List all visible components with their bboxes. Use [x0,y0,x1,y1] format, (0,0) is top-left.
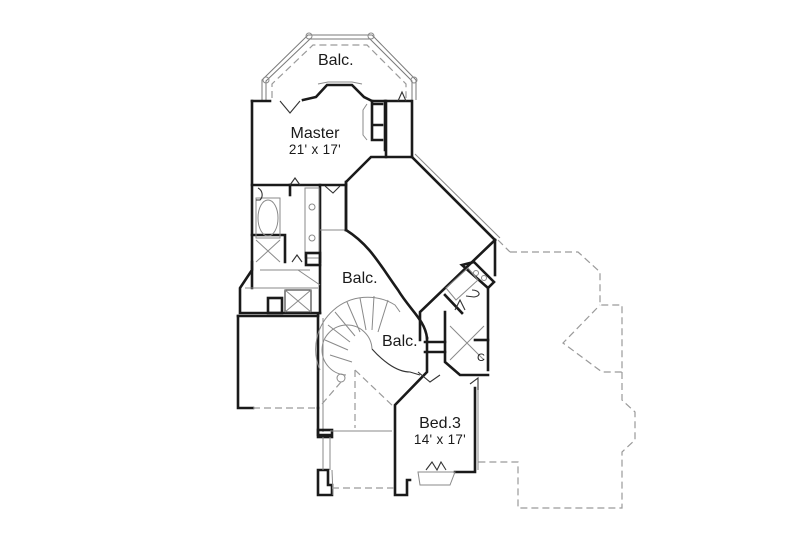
closet-label: C [477,352,485,364]
master-bath [250,177,348,267]
lower-roof-outline [478,239,636,509]
bed3-bath [423,260,496,377]
bed3-walls [393,336,479,497]
room-name-master: Master [290,125,340,142]
room-label-balcony-stair: Balc. [382,333,418,350]
room-dimensions-bed3: 14' x 17' [413,432,467,447]
center-balcony-edge [344,180,429,340]
top-balcony-railing [261,32,418,100]
open-area-walls [236,312,334,497]
room-name-bed3: Bed.3 [419,415,461,432]
hall-closet-walls [238,260,322,315]
room-label-bed3: Bed.3 14' x 17' [405,415,475,447]
spiral-staircase [315,295,421,432]
room-label-master: Master 21' x 17' [280,125,350,157]
room-label-balcony-top: Balc. [318,52,354,69]
room-label-balcony-center: Balc. [342,270,378,287]
room-dimensions-master: 21' x 17' [288,142,342,157]
